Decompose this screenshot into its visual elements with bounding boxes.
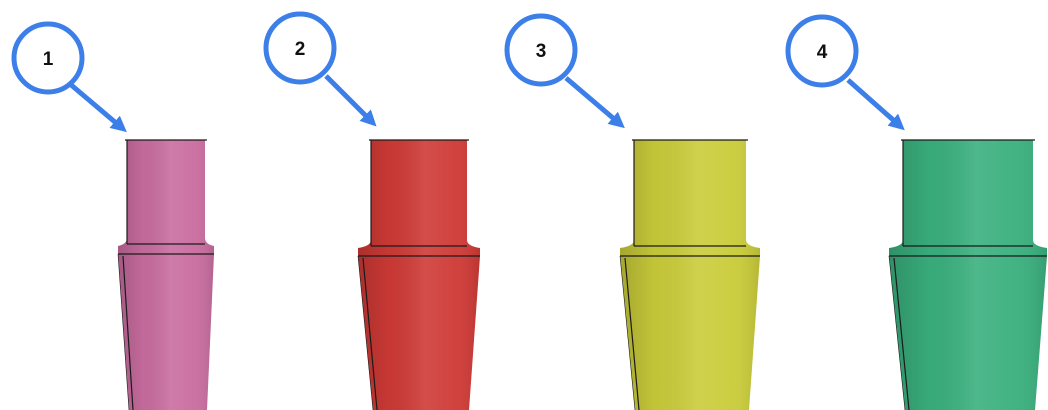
callout-circle-2 — [263, 11, 337, 85]
adapter-lower-shading — [889, 256, 1047, 410]
adapter-seam-line — [893, 257, 910, 410]
callout-number-2: 2 — [295, 39, 306, 60]
adapter-lower-shading — [620, 256, 760, 410]
callout-arrow-1 — [68, 82, 127, 133]
callout-number-4: 4 — [817, 42, 828, 63]
adapter-4: 4 — [785, 14, 1047, 410]
adapter-lower-left-edge — [117, 253, 130, 410]
adapter-lower-left-edge — [619, 255, 636, 410]
adapter-upper-shading — [620, 140, 760, 256]
callout-arrow-2 — [324, 74, 377, 127]
adapter-3: 3 — [504, 13, 760, 410]
adapter-lower-shading — [118, 254, 214, 410]
adapter-upper-shading — [889, 140, 1047, 256]
callout-circle-3 — [504, 13, 578, 87]
adapter-lower-shading — [358, 256, 480, 410]
callout-circle-4 — [785, 14, 859, 88]
adapter-lower-left-edge — [357, 255, 374, 410]
callout-circle-1 — [11, 21, 85, 95]
adapter-seam-line — [362, 257, 378, 410]
adapter-1: 1 — [11, 21, 214, 410]
adapter-upper-shading — [358, 140, 480, 256]
callout-arrow-3 — [564, 76, 625, 129]
adapter-seam-line — [122, 255, 134, 410]
adapter-lower-left-edge — [888, 255, 906, 410]
adapter-seam-line — [624, 257, 640, 410]
adapter-upper-shading — [118, 140, 214, 254]
adapter-2: 2 — [263, 11, 480, 410]
callout-number-1: 1 — [43, 49, 54, 70]
callout-arrow-4 — [846, 78, 905, 131]
callout-number-3: 3 — [536, 41, 547, 62]
